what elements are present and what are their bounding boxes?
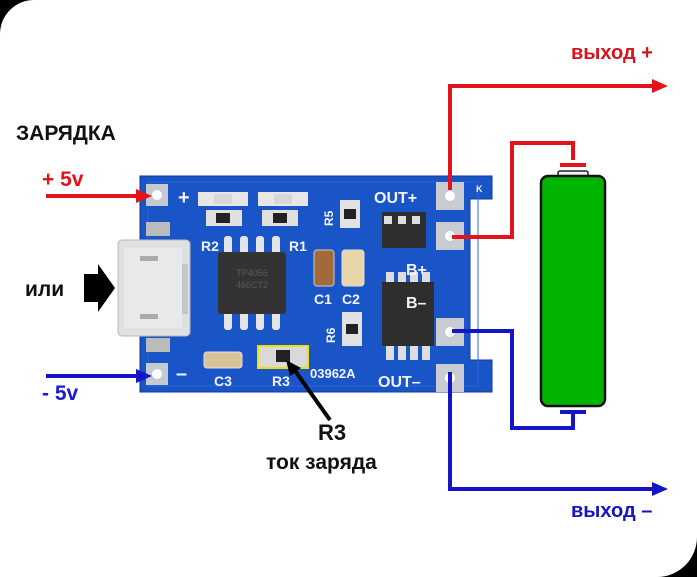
resistor-r3	[257, 345, 309, 369]
silk-b-plus: B+	[406, 262, 427, 279]
tp4056-chip: TP4056 466CT2	[218, 236, 286, 330]
chip-marking-line1: TP4056	[236, 268, 268, 278]
silk-out-plus: OUT+	[374, 190, 417, 207]
output-minus-wire	[448, 372, 668, 496]
silk-r2: R2	[201, 238, 219, 254]
silk-r1: R1	[289, 238, 307, 254]
input-plus-arrow	[46, 189, 152, 203]
silk-minus: –	[176, 363, 187, 385]
silk-r5: R5	[322, 210, 336, 226]
output-minus-label: выход –	[571, 500, 653, 522]
battery-plus-wire	[452, 141, 575, 239]
usb-tab-bottom	[146, 338, 170, 352]
led-r2	[198, 192, 248, 226]
or-arrow-icon	[84, 264, 115, 312]
r3-annotation-label: R3	[318, 420, 347, 445]
title-label: ЗАРЯДКА	[16, 122, 116, 145]
silk-out-minus: OUT–	[378, 374, 421, 391]
chip-marking-line2: 466CT2	[236, 280, 268, 290]
silk-plus: +	[178, 187, 190, 209]
protection-ic	[382, 212, 426, 248]
charge-current-label: ток заряда	[266, 451, 377, 474]
silk-b-minus: B–	[406, 295, 427, 312]
silk-board-code: 03962A	[310, 366, 356, 381]
silk-r6: R6	[324, 327, 338, 343]
battery	[539, 170, 607, 408]
silk-r3: R3	[272, 373, 290, 389]
usb-tab-top	[146, 222, 170, 236]
silk-c2: C2	[342, 291, 360, 307]
capacitor-c3	[203, 351, 243, 369]
silk-corner-mark: K	[476, 184, 483, 194]
r3-pointer-arrow	[286, 360, 332, 422]
silk-c3: C3	[214, 373, 232, 389]
silk-c1: C1	[314, 291, 332, 307]
output-plus-wire	[448, 79, 668, 190]
micro-usb-connector	[117, 239, 191, 337]
input-plus-label: + 5v	[42, 168, 84, 191]
mosfet-ic	[382, 272, 434, 360]
or-label: или	[25, 278, 65, 301]
capacitor-c1	[313, 249, 335, 287]
battery-minus-wire	[452, 329, 575, 430]
capacitor-c2	[341, 249, 365, 287]
input-minus-arrow	[46, 369, 152, 383]
output-plus-label: выход +	[571, 42, 653, 64]
input-minus-label: - 5v	[42, 382, 79, 405]
led-r1	[258, 192, 308, 226]
